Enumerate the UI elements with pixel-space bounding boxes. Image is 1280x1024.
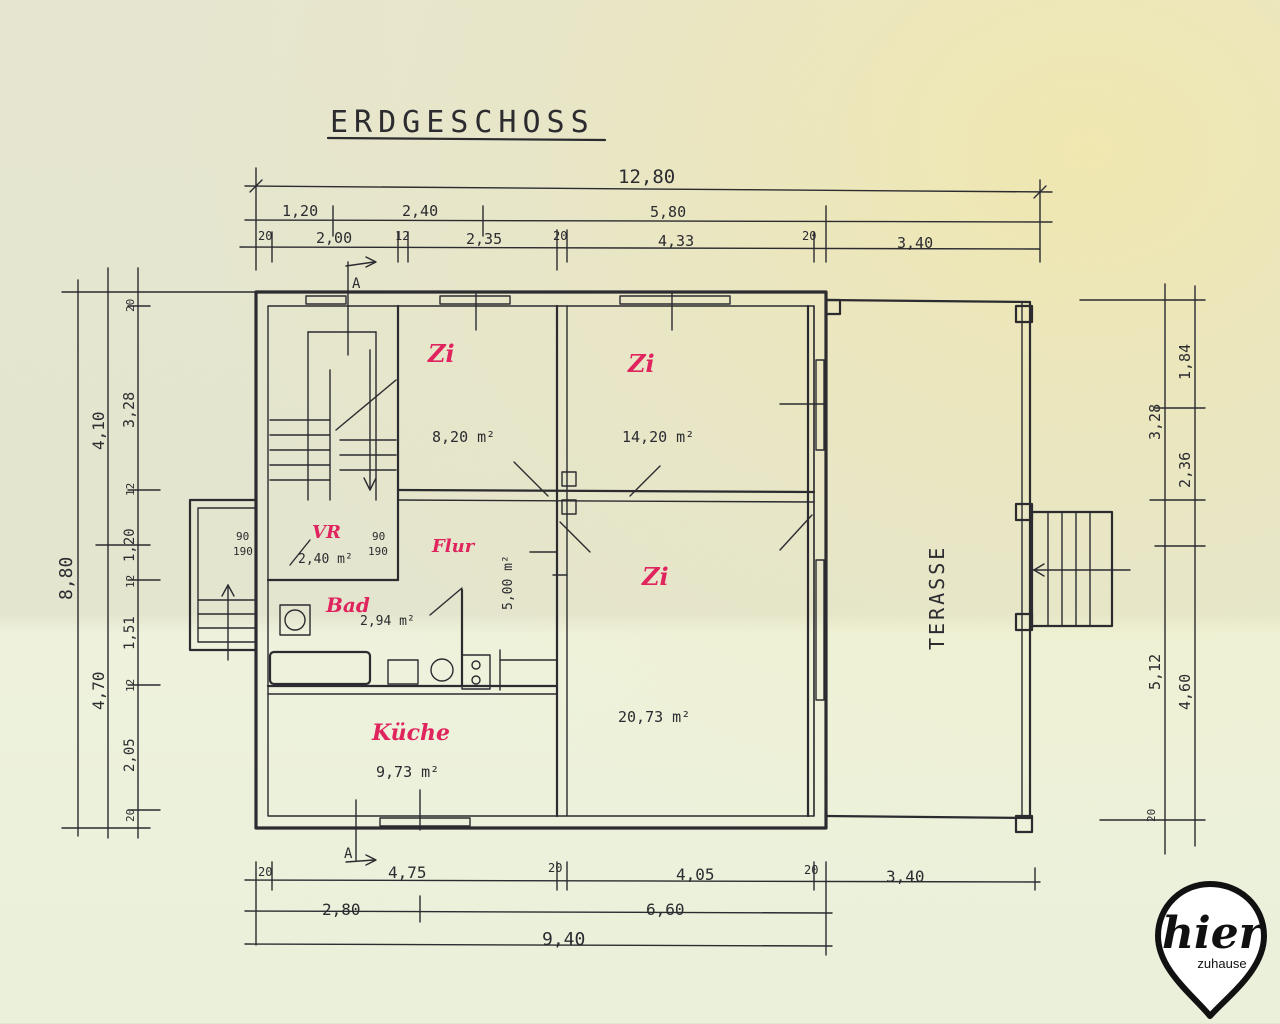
left-dimensions: 8,80 4,10 4,70 20 3,28 12 1,20 12 1,51 1…	[56, 267, 263, 839]
dim-bottom-b: 4,75	[388, 863, 427, 882]
dim-top3-f: 4,33	[658, 232, 694, 250]
room-label-bad: Bad	[325, 593, 370, 617]
room-area-flur: 5,00 m²	[501, 555, 516, 610]
dim-bottom-f: 3,40	[886, 867, 925, 886]
room-area-kueche: 9,73 m²	[376, 763, 439, 781]
right-dimensions: 3,28 5,12 1,84 2,36 4,60 20	[1079, 283, 1206, 855]
dim-right-5: 4,60	[1176, 674, 1194, 710]
dim-left-upper: 4,10	[89, 411, 108, 450]
section-marker-bottom: A	[344, 846, 353, 862]
dim-top3-d: 2,35	[466, 230, 502, 248]
section-markers: A A	[344, 256, 377, 866]
dim-top3-a: 20	[258, 229, 272, 243]
dim-left-in-5: 12	[124, 575, 137, 588]
dim-top-2: 2,40	[402, 202, 438, 220]
logo-main-text: hier	[1162, 908, 1265, 959]
door-mark-1: 90	[236, 530, 249, 543]
dim-bottom-c: 20	[548, 861, 562, 875]
dim-left-in-4: 1,20	[122, 528, 138, 562]
dim-top3-e: 20	[553, 229, 567, 243]
room-area-3: 20,73 m²	[618, 708, 690, 726]
dim-right-6: 20	[1145, 809, 1158, 822]
room-label-3: Zi	[641, 562, 669, 591]
dim-total-top: 12,80	[618, 166, 675, 188]
dim-top-1: 1,20	[282, 202, 318, 220]
dim-bottom-total: 9,40	[542, 929, 585, 950]
dim-top3-g: 20	[802, 229, 816, 243]
door-mark-2: 190	[233, 545, 253, 558]
dim-bottom-d: 4,05	[676, 865, 715, 884]
dim-bottom-h: 6,60	[646, 900, 685, 919]
dim-left-in-2: 3,28	[120, 392, 138, 428]
dim-right-3: 1,84	[1176, 344, 1194, 380]
dim-left-in-7: 12	[124, 679, 137, 692]
door-mark-3: 90	[372, 530, 385, 543]
dim-left-total: 8,80	[56, 557, 77, 600]
title-underline	[326, 136, 607, 142]
room-label-1: Zi	[427, 339, 455, 368]
room-label-kueche: Küche	[371, 720, 450, 746]
walls	[254, 290, 828, 830]
exterior-stairs-right	[1029, 510, 1131, 628]
logo-sub-text: zuhause	[1197, 956, 1246, 971]
room-label-flur: Flur	[431, 536, 476, 557]
dim-left-in-3: 12	[124, 483, 137, 496]
top-dimensions: 12,80 1,20 2,40 5,80 20 2,00 12 2,35 20 …	[239, 166, 1053, 271]
dim-bottom-g: 2,80	[322, 900, 361, 919]
dim-left-in-1: 20	[124, 299, 137, 312]
bottom-dimensions: 20 4,75 20 4,05 20 3,40 2,80 6,60 9,40	[244, 861, 1041, 956]
room-area-2: 14,20 m²	[622, 428, 694, 446]
doors: 90 190 90 190	[233, 461, 813, 691]
dim-top3-b: 2,00	[316, 229, 352, 247]
room-label-2: Zi	[627, 349, 655, 378]
dim-left-lower: 4,70	[89, 671, 108, 710]
dim-bottom-e: 20	[804, 863, 818, 877]
dim-left-in-8: 2,05	[122, 738, 138, 772]
dim-bottom-a: 20	[258, 865, 272, 879]
fixtures	[268, 471, 577, 690]
exterior-stairs-left	[188, 498, 258, 661]
dim-top-3: 5,80	[650, 203, 686, 221]
terrace: TERASSE	[824, 298, 1034, 834]
dim-top3-c: 12	[395, 229, 409, 243]
room-area-1: 8,20 m²	[432, 428, 495, 446]
dim-left-in-6: 1,51	[122, 616, 138, 650]
room-area-bad: 2,94 m²	[360, 614, 415, 629]
terrace-label: TERASSE	[925, 545, 949, 650]
room-label-vr: VR	[312, 522, 341, 543]
room-area-vr: 2,40 m²	[298, 552, 353, 567]
dim-right-2: 5,12	[1146, 654, 1164, 690]
plan-title: ERDGESCHOSS	[330, 105, 595, 140]
hier-zuhause-logo: hier zuhause	[1146, 880, 1280, 1020]
dim-top3-h: 3,40	[897, 234, 933, 252]
dim-left-in-9: 20	[124, 809, 137, 822]
windows	[305, 291, 825, 831]
dim-right-1: 3,28	[1146, 404, 1164, 440]
dim-right-4: 2,36	[1176, 452, 1194, 488]
section-marker-top: A	[352, 276, 361, 292]
door-mark-4: 190	[368, 545, 388, 558]
interior-staircase	[269, 261, 397, 501]
